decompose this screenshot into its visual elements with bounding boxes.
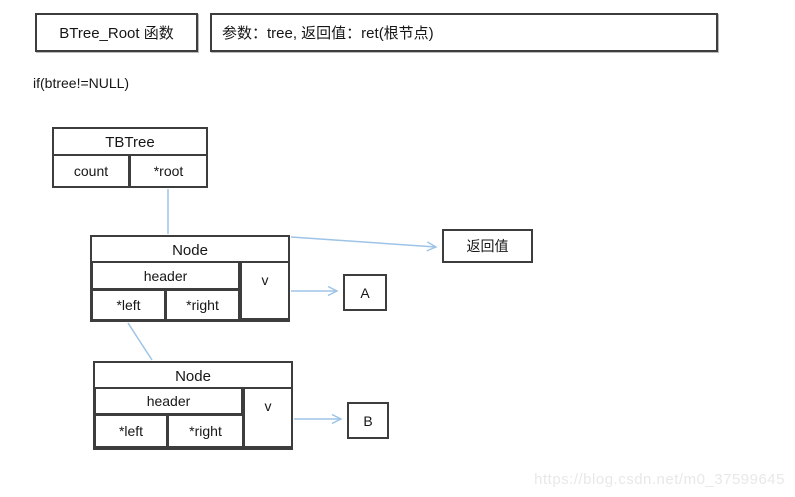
node2-right-label: *right bbox=[189, 423, 222, 439]
node1-value-cell: v bbox=[240, 261, 290, 320]
node2-left-label: *left bbox=[118, 423, 144, 439]
tbtree-root-label: *root bbox=[153, 163, 184, 179]
node2-right-cell: *right bbox=[167, 414, 244, 448]
node1-left-label: *left bbox=[116, 297, 141, 313]
node2-value-label: v bbox=[264, 398, 272, 414]
tbtree-title: TBTree bbox=[105, 134, 155, 151]
node1-value-label: v bbox=[261, 272, 269, 288]
function-name-label: BTree_Root 函数 bbox=[59, 25, 174, 42]
node2-header-label: header bbox=[146, 393, 191, 409]
watermark: https://blog.csdn.net/m0_37599645 bbox=[534, 471, 785, 488]
tbtree-root-cell: *root bbox=[129, 154, 208, 188]
params-box: 参数：tree, 返回值：ret(根节点) bbox=[210, 13, 718, 52]
leaf-a-box: A bbox=[343, 274, 387, 311]
leaf-b-label: B bbox=[363, 412, 373, 429]
node2-value-cell: v bbox=[243, 387, 293, 448]
tbtree-count-label: count bbox=[73, 163, 109, 179]
return-value-label: 返回值 bbox=[466, 238, 509, 254]
condition-text: if(btree!=NULL) bbox=[33, 75, 130, 91]
node1-right-cell: *right bbox=[165, 289, 240, 321]
node1-header-cell: header bbox=[91, 261, 240, 290]
leaf-a-label: A bbox=[360, 284, 370, 301]
node2-left-cell: *left bbox=[94, 414, 168, 448]
node1-right-label: *right bbox=[186, 297, 219, 313]
node2-title: Node bbox=[175, 367, 211, 385]
tbtree-count-cell: count bbox=[52, 154, 130, 188]
node2-header-cell: header bbox=[94, 387, 243, 415]
connector-node1-to-return bbox=[290, 236, 436, 247]
return-value-box: 返回值 bbox=[442, 229, 533, 263]
leaf-b-box: B bbox=[347, 402, 389, 439]
node1-title: Node bbox=[172, 241, 208, 259]
connector-node1left-to-node2 bbox=[127, 322, 153, 361]
function-name-box: BTree_Root 函数 bbox=[35, 13, 198, 52]
node1-header-label: header bbox=[143, 267, 188, 284]
params-label: 参数：tree, 返回值：ret(根节点) bbox=[222, 25, 434, 42]
node1-left-cell: *left bbox=[91, 289, 166, 321]
